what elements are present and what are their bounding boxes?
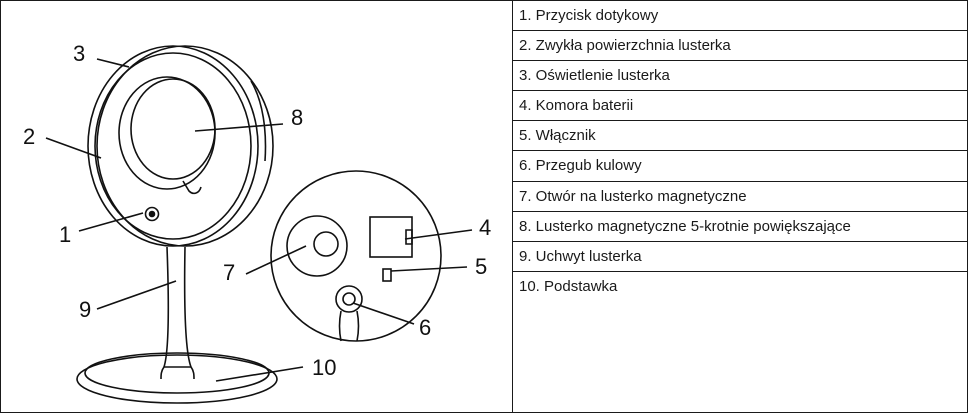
mirror-head-drawing xyxy=(87,45,274,247)
legend-item-7: 7. Otwór na lusterko magnetyczne xyxy=(513,182,967,212)
legend-item-9: 9. Uchwyt lusterka xyxy=(513,242,967,272)
legend-item-4: 4. Komora baterii xyxy=(513,91,967,122)
legend-item-5: 5. Włącznik xyxy=(513,121,967,152)
leader-lines xyxy=(45,58,473,382)
callout-1: 1 xyxy=(59,222,71,247)
legend-item-10: 10. Podstawka xyxy=(519,277,618,295)
base-drawing xyxy=(76,352,278,404)
callout-5: 5 xyxy=(475,254,487,279)
callout-9: 9 xyxy=(79,297,91,322)
callout-7: 7 xyxy=(223,260,235,285)
back-view-drawing xyxy=(270,170,442,342)
legend-item-3: 3. Oświetlenie lusterka xyxy=(513,61,967,92)
parts-legend: 1. Przycisk dotykowy 2. Zwykła powierzch… xyxy=(513,1,967,412)
callout-2: 2 xyxy=(23,124,35,149)
legend-item-2: 2. Zwykła powierzchnia lusterka xyxy=(513,31,967,62)
legend-item-1: 1. Przycisk dotykowy xyxy=(513,1,967,32)
callout-10: 10 xyxy=(312,355,336,380)
legend-item-6: 6. Przegub kulowy xyxy=(513,151,967,182)
callout-8: 8 xyxy=(291,105,303,130)
legend-item-8: 8. Lusterko magnetyczne 5-krotnie powięk… xyxy=(513,212,967,242)
callout-3: 3 xyxy=(73,41,85,66)
callout-6: 6 xyxy=(419,315,431,340)
stand-drawing xyxy=(163,246,192,368)
product-illustration: 1 2 3 4 5 6 7 8 9 10 xyxy=(1,1,513,412)
callout-4: 4 xyxy=(479,215,491,240)
